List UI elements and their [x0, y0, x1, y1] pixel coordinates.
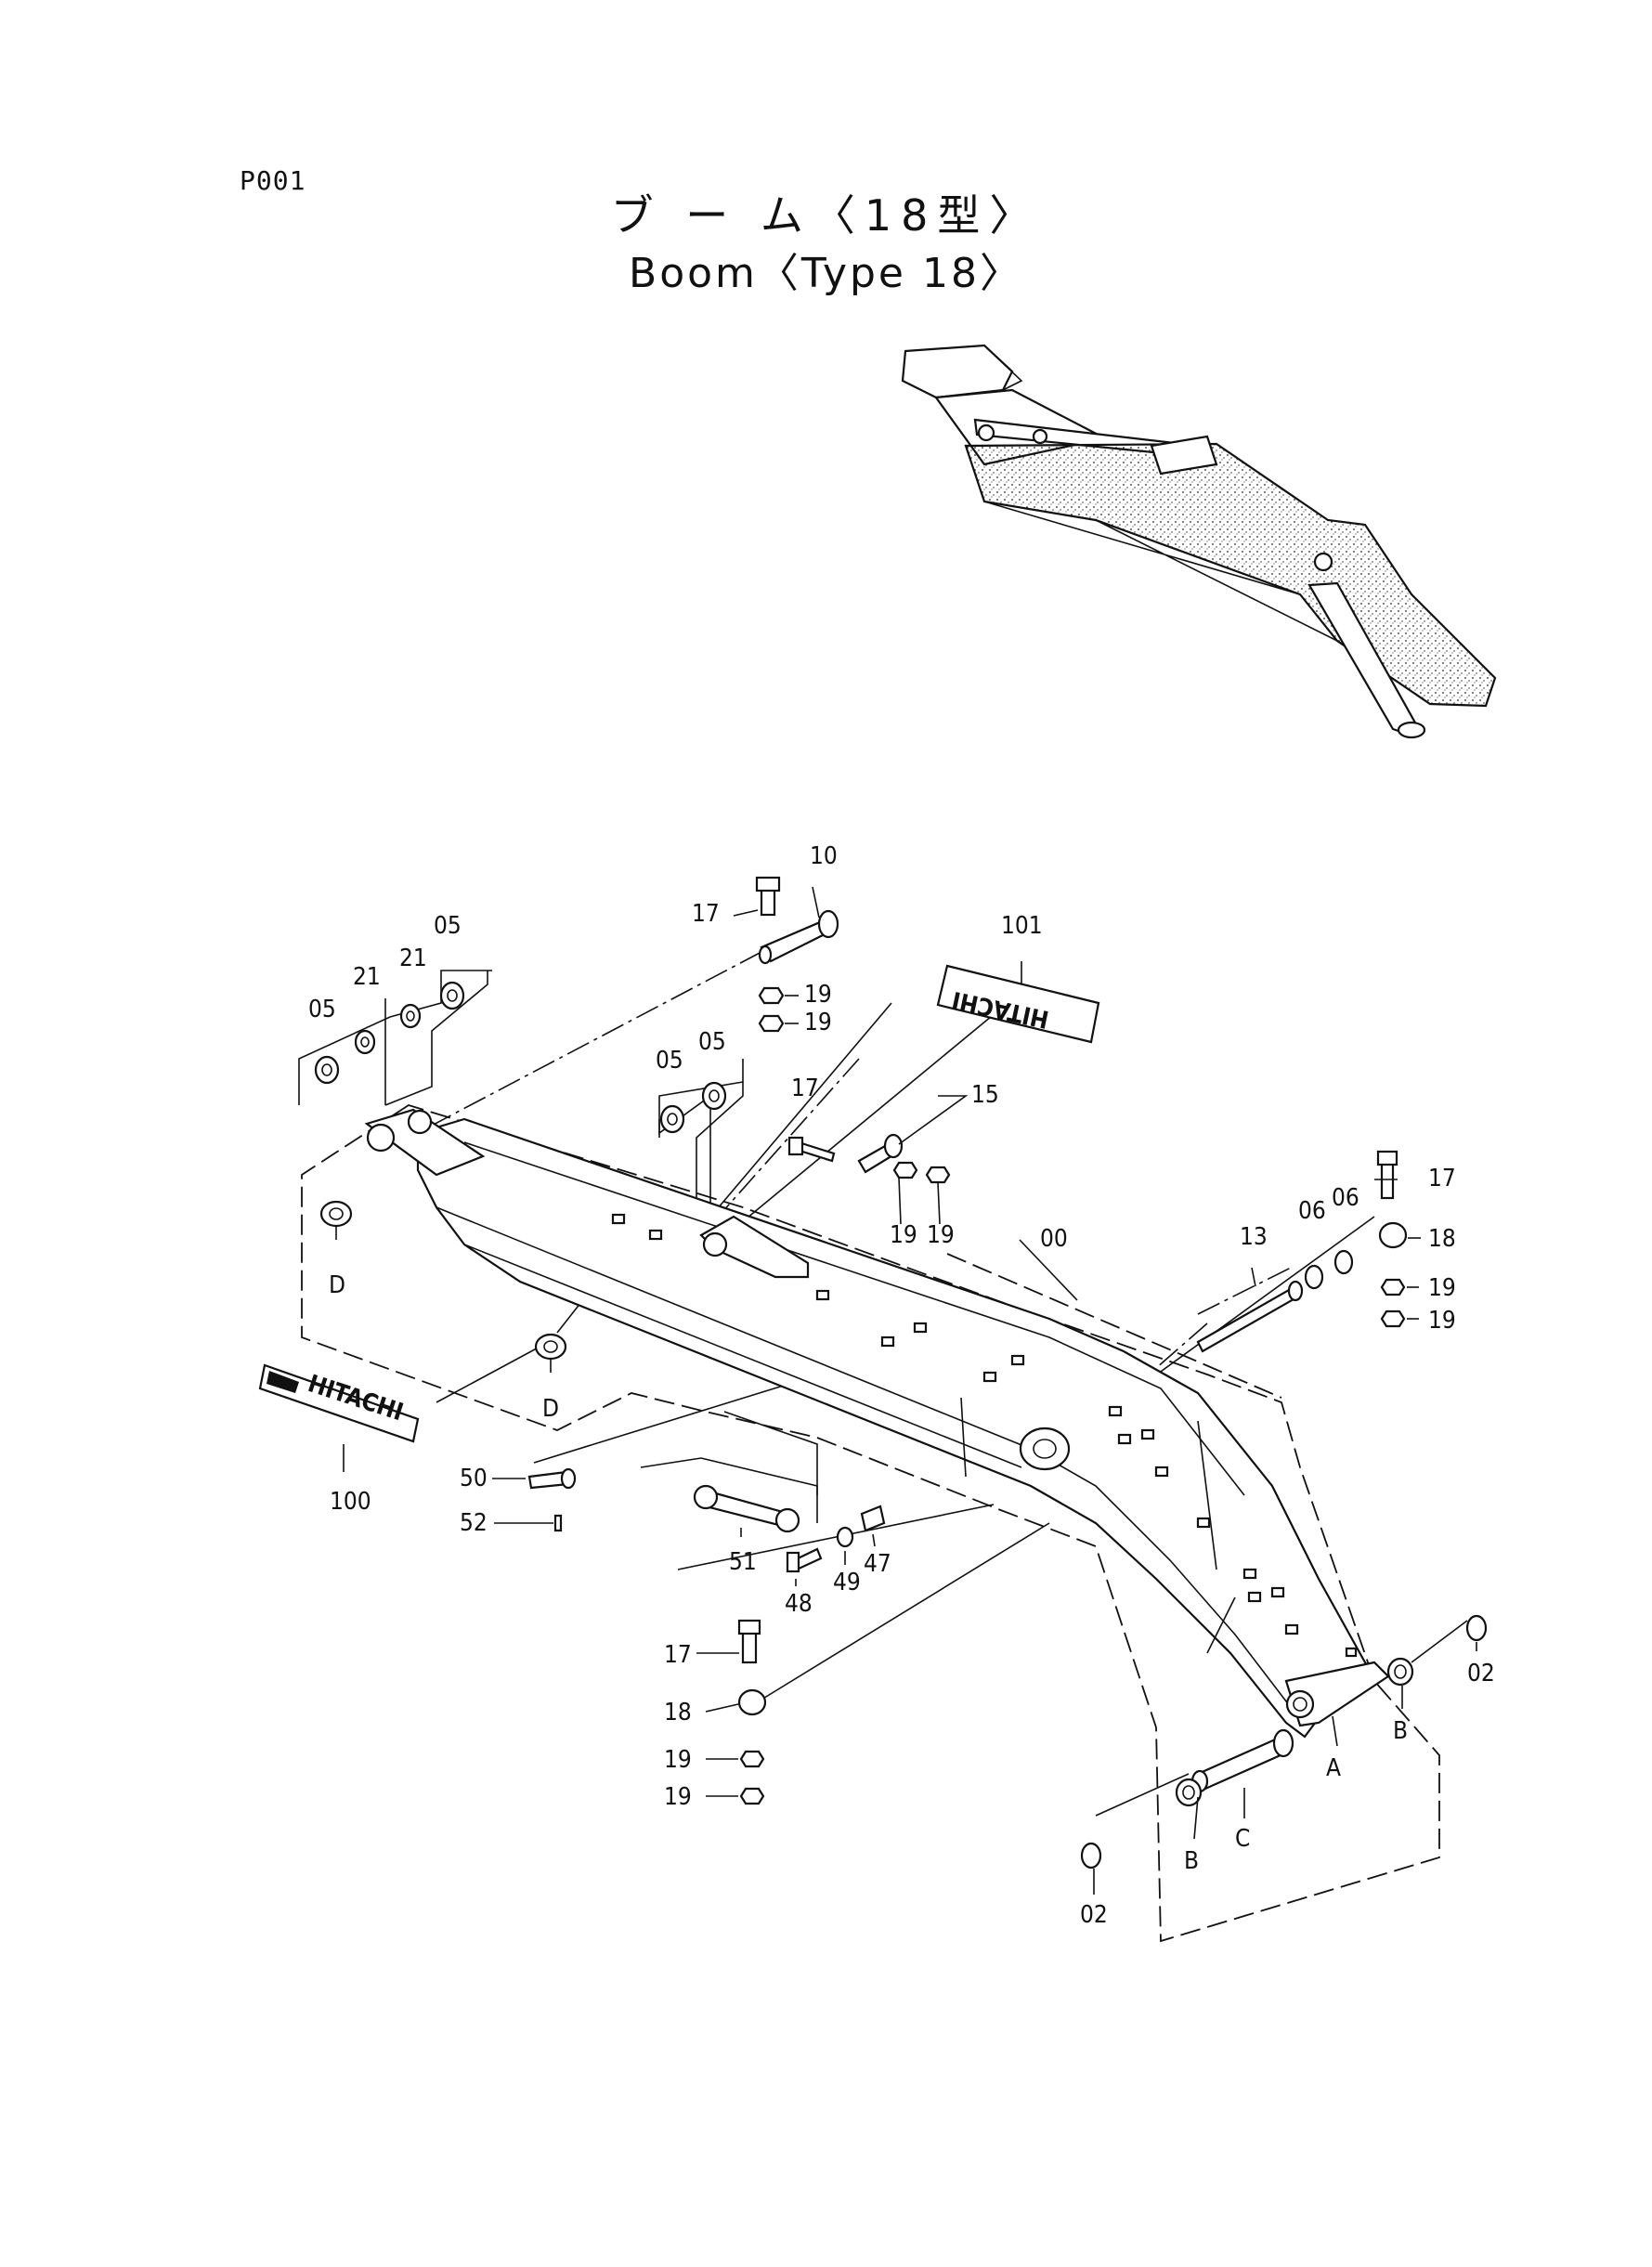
label-17-mid: 17 — [791, 1075, 819, 1102]
nut-19-h — [739, 1787, 765, 1805]
boom-side-boss — [1019, 1427, 1071, 1471]
washer-05-a — [314, 1055, 340, 1085]
callout-leaders — [335, 886, 1477, 1895]
boom-main — [364, 1108, 1390, 1739]
label-21-a: 21 — [353, 963, 381, 991]
bushing-18-lower — [737, 1688, 767, 1716]
washer-02-a — [1080, 1842, 1102, 1870]
washer-21-b — [399, 1003, 422, 1029]
label-19-g: 19 — [664, 1746, 692, 1774]
washer-02-b — [1465, 1614, 1488, 1642]
label-05-a: 05 — [434, 912, 462, 940]
washer-05-b — [439, 981, 465, 1010]
boom-nose — [364, 1108, 486, 1177]
label-17-right: 17 — [1428, 1165, 1456, 1192]
label-05-d: 05 — [698, 1028, 726, 1056]
label-02-left: 02 — [1080, 1901, 1108, 1929]
label-10: 10 — [810, 842, 838, 870]
label-D-a: D — [329, 1271, 345, 1299]
nut-19-f — [1380, 1309, 1406, 1328]
washer-05-d — [701, 1081, 727, 1111]
label-C: C — [1235, 1825, 1250, 1853]
washer-06-a — [1304, 1264, 1324, 1290]
label-50: 50 — [460, 1465, 488, 1492]
label-17-lower: 17 — [664, 1641, 692, 1669]
overview-arm-tip — [901, 344, 1014, 399]
label-A: A — [1326, 1754, 1341, 1782]
decal-100: HITACHI — [258, 1363, 420, 1443]
bushing-B-b — [1386, 1657, 1414, 1687]
washer-21-a — [354, 1029, 376, 1055]
label-18-lower: 18 — [664, 1699, 692, 1726]
label-19-d: 19 — [927, 1221, 955, 1249]
label-19-a: 19 — [804, 981, 832, 1009]
nut-19-c — [892, 1161, 918, 1179]
label-18-right: 18 — [1428, 1225, 1456, 1253]
label-19-b: 19 — [804, 1009, 832, 1036]
label-19-h: 19 — [664, 1783, 692, 1811]
part-labels: 10 17 19 19 101 05 21 21 05 05 05 17 15 … — [308, 842, 1495, 1929]
label-100: 100 — [330, 1488, 371, 1516]
label-48: 48 — [785, 1590, 813, 1618]
label-05-c: 05 — [656, 1047, 683, 1075]
label-52: 52 — [460, 1509, 488, 1537]
label-19-f: 19 — [1428, 1307, 1456, 1335]
bolt-17-lower — [741, 1628, 758, 1664]
decal-101: HITACHI — [936, 964, 1100, 1044]
nut-19-d — [925, 1166, 951, 1184]
label-19-e: 19 — [1428, 1274, 1456, 1302]
page-code: P001 — [240, 165, 306, 196]
label-06-b: 06 — [1332, 1184, 1359, 1212]
bushing-D-b — [534, 1333, 567, 1361]
label-B-left: B — [1184, 1847, 1199, 1875]
bushing-D-a — [319, 1200, 353, 1228]
label-00: 00 — [1040, 1225, 1068, 1253]
plate-47 — [860, 1505, 886, 1532]
label-51: 51 — [729, 1548, 757, 1576]
label-D-b: D — [542, 1395, 559, 1423]
label-15: 15 — [971, 1081, 999, 1109]
label-B-right: B — [1393, 1717, 1408, 1745]
nut-19-b — [758, 1014, 785, 1033]
washer-06-b — [1333, 1249, 1354, 1275]
nut-19-a — [758, 986, 785, 1005]
label-101: 101 — [1001, 912, 1043, 940]
label-19-c: 19 — [890, 1221, 917, 1249]
nut-19-g — [739, 1750, 765, 1768]
label-06-a: 06 — [1298, 1197, 1326, 1225]
pin-52 — [553, 1514, 563, 1532]
label-02-right: 02 — [1467, 1660, 1495, 1687]
label-21-b: 21 — [399, 945, 427, 972]
title-japanese: ブ ー ム〈18型〉 — [610, 190, 1042, 241]
washer-05-c — [659, 1104, 685, 1134]
label-13: 13 — [1240, 1223, 1268, 1251]
label-49: 49 — [833, 1569, 861, 1596]
label-17-top: 17 — [692, 900, 720, 928]
pin-13 — [1196, 1284, 1302, 1353]
overview-inset — [901, 344, 1497, 739]
bushing-B-a — [1175, 1778, 1203, 1807]
overview-boom — [964, 442, 1497, 708]
nut-19-e — [1380, 1278, 1406, 1296]
label-05-b: 05 — [308, 996, 336, 1023]
washer-49 — [836, 1526, 854, 1548]
label-47: 47 — [864, 1550, 891, 1578]
assembly-outline — [301, 1104, 1440, 1943]
bushing-18-right — [1378, 1221, 1408, 1249]
title-english: Boom〈Type 18〉 — [629, 250, 1023, 297]
